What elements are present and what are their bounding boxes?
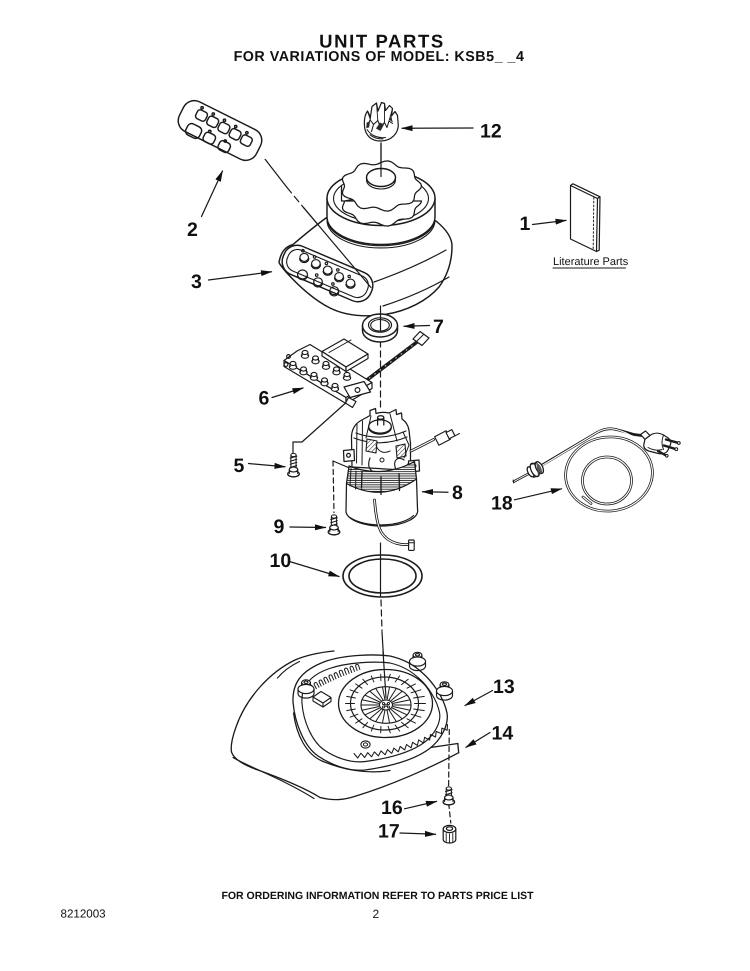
svg-text:7: 7 bbox=[433, 316, 444, 338]
svg-text:14: 14 bbox=[492, 723, 514, 745]
svg-text:8: 8 bbox=[452, 482, 463, 504]
svg-text:6: 6 bbox=[259, 388, 270, 410]
svg-text:2: 2 bbox=[187, 219, 198, 241]
svg-text:13: 13 bbox=[493, 676, 515, 698]
svg-text:5: 5 bbox=[234, 455, 245, 477]
svg-text:FOR VARIATIONS OF MODEL: KSB5_: FOR VARIATIONS OF MODEL: KSB5_ _4 bbox=[234, 49, 525, 65]
svg-text:18: 18 bbox=[491, 493, 513, 515]
svg-text:Literature Parts: Literature Parts bbox=[553, 256, 629, 268]
svg-text:12: 12 bbox=[480, 121, 502, 143]
svg-text:10: 10 bbox=[270, 550, 292, 572]
svg-text:UNIT PARTS: UNIT PARTS bbox=[319, 31, 445, 52]
svg-text:3: 3 bbox=[191, 271, 202, 293]
svg-text:FOR ORDERING INFORMATION REFER: FOR ORDERING INFORMATION REFER TO PARTS … bbox=[221, 890, 534, 902]
svg-text:16: 16 bbox=[381, 797, 403, 819]
svg-text:1: 1 bbox=[520, 213, 531, 235]
svg-text:9: 9 bbox=[274, 516, 285, 538]
svg-text:8212003: 8212003 bbox=[61, 908, 106, 921]
svg-text:2: 2 bbox=[373, 907, 380, 921]
svg-text:17: 17 bbox=[378, 821, 400, 843]
